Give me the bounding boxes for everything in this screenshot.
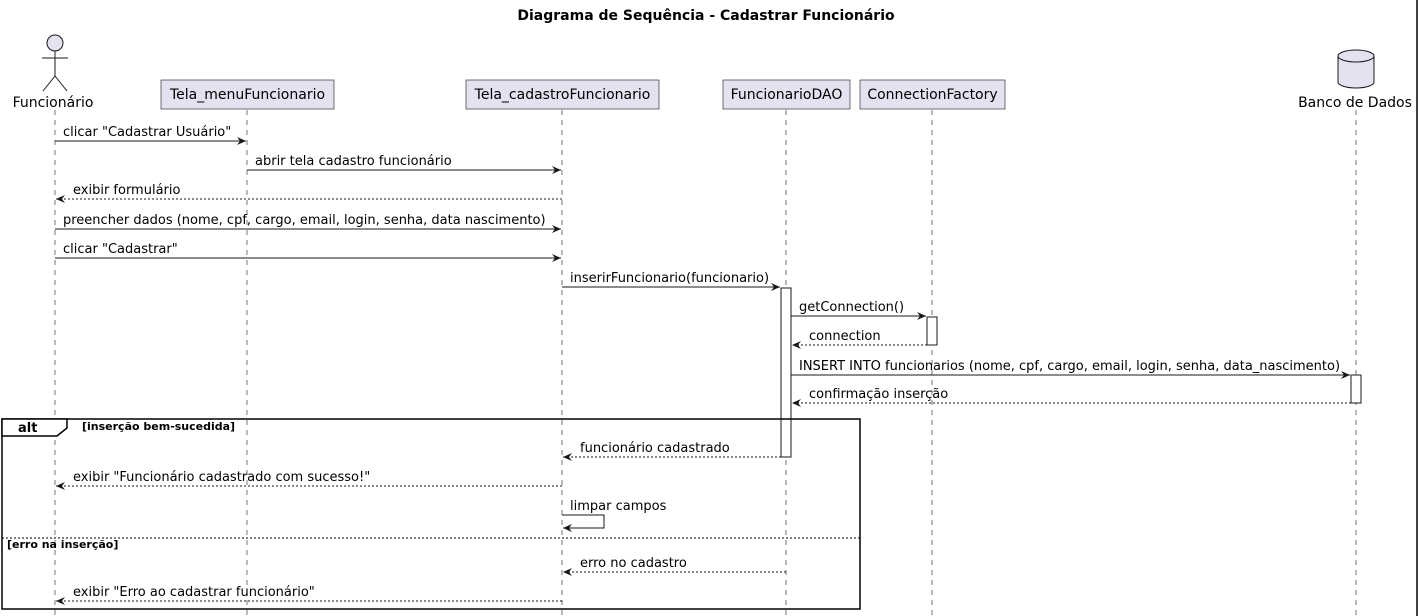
svg-text:inserirFuncionario(funcionario: inserirFuncionario(funcionario) [570,271,769,286]
svg-text:INSERT INTO funcionarios (nome: INSERT INTO funcionarios (nome, cpf, car… [799,359,1340,374]
participant-menu: Tela_menuFuncionario [160,79,335,110]
participant-dao: FuncionarioDAO [722,79,851,110]
message-3: exibir formulário [56,183,562,203]
message-15: exibir "Erro ao cadastrar funcionário" [56,585,562,605]
message-6: inserirFuncionario(funcionario) [562,271,780,291]
activation-factory [926,316,938,346]
svg-text:exibir formulário: exibir formulário [73,183,180,198]
message-2: abrir tela cadastro funcionário [247,154,561,174]
message-13-self: limpar campos [562,499,667,532]
svg-text:limpar campos: limpar campos [570,499,667,514]
svg-text:clicar "Cadastrar Usuário": clicar "Cadastrar Usuário" [63,125,231,140]
alt-guard-error: [erro na inserção] [7,538,118,551]
participant-label-menu: Tela_menuFuncionario [169,87,325,103]
activation-dao [780,287,792,458]
svg-text:confirmação inserção: confirmação inserção [809,387,948,402]
svg-text:erro no cadastro: erro no cadastro [580,556,687,571]
actor-funcionario: Funcionário [13,34,94,111]
participant-label-funcionario: Funcionário [13,95,94,111]
message-11: funcionário cadastrado [563,441,781,461]
svg-text:exibir "Funcionário cadastrado: exibir "Funcionário cadastrado com suces… [73,470,370,485]
participant-label-banco: Banco de Dados [1298,95,1412,111]
svg-text:connection: connection [809,329,881,344]
message-10: confirmação inserção [792,387,1351,407]
message-12: exibir "Funcionário cadastrado com suces… [56,470,562,490]
alt-tab [1,418,68,437]
activation-banco [1350,374,1362,404]
message-1: clicar "Cadastrar Usuário" [55,125,246,145]
participant-label-factory: ConnectionFactory [867,87,997,103]
participant-label-cadastro: Tela_cadastroFuncionario [474,87,651,103]
message-8: connection [792,329,927,349]
participant-label-dao: FuncionarioDAO [731,87,843,103]
message-5: clicar "Cadastrar" [55,242,561,262]
svg-text:exibir "Erro ao cadastrar func: exibir "Erro ao cadastrar funcionário" [73,585,315,600]
svg-text:abrir tela cadastro funcionári: abrir tela cadastro funcionário [255,154,452,169]
database-icon [1337,49,1375,63]
participant-factory: ConnectionFactory [859,79,1006,110]
alt-guard-success: [inserção bem-sucedida] [82,420,235,433]
alt-fragment: alt [inserção bem-sucedida] [erro na ins… [1,418,861,610]
alt-keyword: alt [18,421,37,436]
svg-text:clicar "Cadastrar": clicar "Cadastrar" [63,242,178,257]
participant-cadastro: Tela_cadastroFuncionario [465,79,660,110]
diagram-title: Diagrama de Sequência - Cadastrar Funcio… [517,8,895,24]
message-7: getConnection() [791,300,926,320]
database-banco: Banco de Dados [1298,49,1412,111]
actor-head-icon [46,34,64,52]
svg-text:funcionário cadastrado: funcionário cadastrado [580,441,730,456]
svg-text:getConnection(): getConnection() [799,300,904,315]
message-9: INSERT INTO funcionarios (nome, cpf, car… [791,359,1350,379]
svg-text:preencher dados (nome, cpf, ca: preencher dados (nome, cpf, cargo, email… [63,213,546,228]
message-14: erro no cadastro [563,556,786,576]
message-4: preencher dados (nome, cpf, cargo, email… [55,213,561,233]
